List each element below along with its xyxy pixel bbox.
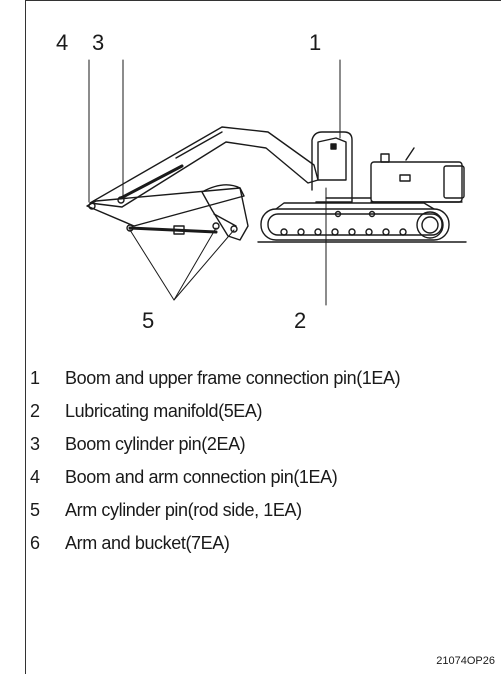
upper-body [370,161,463,203]
bucket [201,184,249,241]
boom-cylinder-pin [117,196,125,204]
boom [89,126,319,208]
legend-item: 2 Lubricating manifold(5EA) [30,395,501,428]
arm [86,187,245,227]
frame-left-border [25,0,26,674]
excavator-diagram: 4 3 1 2 5 [26,20,501,340]
cab-window [317,137,347,181]
legend-text: Boom cylinder pin(2EA) [65,434,246,454]
track-outline [260,208,450,241]
boom-cylinder [119,164,184,200]
legend-text: Lubricating manifold(5EA) [65,401,263,421]
callout-5: 5 [142,308,155,333]
arm-cylinder [128,226,218,234]
legend-item: 5 Arm cylinder pin(rod side, 1EA) [30,494,501,527]
callout-1: 1 [309,30,322,55]
cab-marker [330,143,337,150]
legend-number: 3 [30,434,40,454]
handrail [405,147,415,161]
legend-number: 2 [30,401,40,421]
upper-base [325,197,463,203]
legend-list: 1 Boom and upper frame connection pin(1E… [30,362,501,560]
track-inner [267,213,443,236]
bucket-pin-2 [212,222,220,230]
hood-detail [399,174,411,182]
counterweight [443,165,465,199]
legend-item: 1 Boom and upper frame connection pin(1E… [30,362,501,395]
legend-number: 1 [30,368,40,388]
track-frame [275,202,435,210]
bucket-pin-1 [230,225,238,233]
legend-item: 4 Boom and arm connection pin(1EA) [30,461,501,494]
callout-4: 4 [56,30,69,55]
legend-number: 6 [30,533,40,553]
boom-arm-pin [88,202,96,210]
boom-detail [175,131,223,159]
track-idler [416,211,444,239]
legend-number: 5 [30,500,40,520]
legend-item: 6 Arm and bucket(7EA) [30,527,501,560]
exhaust [380,153,390,163]
track-idler-hub [421,216,439,234]
legend-text: Boom and upper frame connection pin(1EA) [65,368,401,388]
callout-3: 3 [92,30,105,55]
legend-text: Arm cylinder pin(rod side, 1EA) [65,500,302,520]
leader-5c [173,229,235,301]
leader-5a [129,229,175,301]
cab-outline [311,131,353,203]
track-rollers [280,210,407,236]
legend-text: Boom and arm connection pin(1EA) [65,467,338,487]
bucket-link [213,213,237,227]
legend-item: 3 Boom cylinder pin(2EA) [30,428,501,461]
arm-cylinder-pin [126,224,134,232]
leader-5b [173,227,217,301]
excavator-illustration [86,59,467,306]
frame-top-border [25,0,501,1]
figure-code: 21074OP26 [436,655,495,667]
legend-text: Arm and bucket(7EA) [65,533,230,553]
legend-number: 4 [30,467,40,487]
arm-cylinder-collar [173,225,185,235]
callout-2: 2 [294,308,307,333]
